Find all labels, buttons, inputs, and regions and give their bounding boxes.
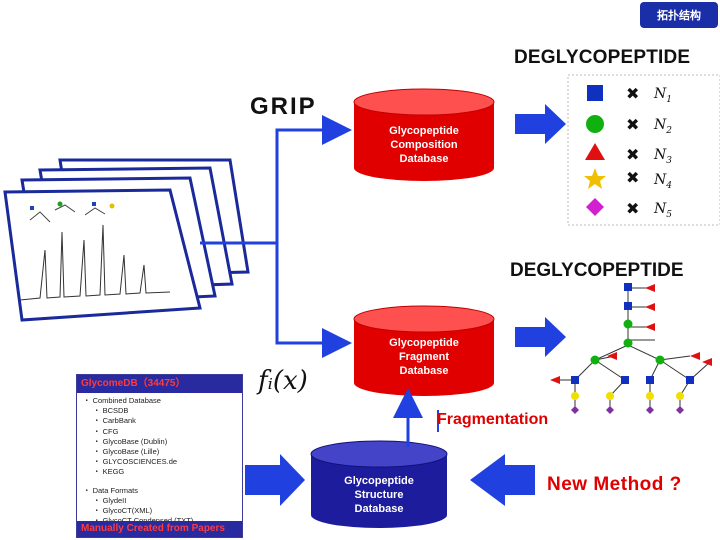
block-arrow-fragment bbox=[515, 317, 566, 357]
arrow-to-fragment bbox=[275, 243, 352, 358]
db-label-line: Glycopeptide bbox=[389, 337, 459, 349]
fragmentation-label: Fragmentation bbox=[437, 411, 549, 428]
list-item: ・ GlycoCT(XML) bbox=[93, 506, 153, 516]
structure-database-cylinder bbox=[310, 440, 448, 528]
structure-database-label: Glycopeptide Structure Database bbox=[325, 474, 433, 516]
cross-icon: ✖ bbox=[626, 145, 639, 164]
triangle-icon bbox=[585, 143, 605, 160]
function-formula: fᵢ(x) bbox=[258, 366, 308, 396]
spectra-papers-stack bbox=[3, 158, 250, 322]
block-arrow-composition bbox=[515, 104, 566, 144]
spectrum-sheet-front bbox=[3, 188, 202, 322]
db-label-line: Database bbox=[399, 365, 449, 377]
cross-icon: ✖ bbox=[626, 84, 639, 103]
cross-icon: ✖ bbox=[626, 199, 639, 218]
fragment-database-cylinder bbox=[353, 305, 495, 396]
list-item: ・ Combined Database bbox=[83, 396, 161, 405]
glycomedb-list: ・ Combined Database ・ BCSDB ・ CarbBank ・… bbox=[83, 396, 193, 526]
glycomedb-footer: Manually Created from Papers bbox=[77, 521, 242, 537]
block-arrow-glycomedb bbox=[245, 454, 305, 506]
db-label-line: Structure bbox=[354, 489, 404, 501]
square-icon bbox=[587, 85, 603, 101]
list-item: ・ BCSDB bbox=[93, 406, 129, 416]
glycan-tree-nodes bbox=[550, 283, 712, 414]
list-item: ・ GlycoBase (Dublin) bbox=[93, 436, 168, 446]
glycomedb-header: GlycomeDB（34475） bbox=[77, 375, 242, 393]
list-item: ・ GlycoBase (Lille) bbox=[93, 447, 160, 457]
list-item: ・ GLYCOSCIENCES.de bbox=[93, 457, 178, 467]
arrow-to-composition bbox=[200, 115, 352, 245]
list-item: ・ CarbBank bbox=[93, 416, 136, 426]
legend-label-n5: N5 bbox=[654, 201, 672, 220]
deglycopeptide-title-top: DEGLYCOPEPTIDE bbox=[514, 47, 691, 68]
composition-database-label: Glycopeptide Composition Database bbox=[370, 124, 478, 166]
grip-label: GRIP bbox=[250, 93, 317, 120]
legend-label-n3: N3 bbox=[654, 147, 672, 166]
db-label-line: Database bbox=[399, 153, 449, 165]
list-item: ・ GlycoCT Condensed (TXT) bbox=[83, 516, 193, 526]
star-icon bbox=[584, 168, 606, 189]
diamond-icon bbox=[586, 198, 604, 216]
db-label-line: Composition bbox=[390, 139, 458, 151]
list-item: ・ Data Formats bbox=[83, 485, 139, 495]
deglycopeptide-title-mid: DEGLYCOPEPTIDE bbox=[510, 260, 684, 281]
topology-tag: 拓扑结构 bbox=[640, 2, 718, 28]
fragment-database-label: Glycopeptide Fragment Database bbox=[370, 336, 478, 378]
new-method-label: New Method ? bbox=[547, 474, 682, 495]
glycan-tree bbox=[555, 286, 711, 410]
db-label-line: Glycopeptide bbox=[389, 125, 459, 137]
block-arrow-new-method bbox=[470, 454, 535, 506]
cross-icon: ✖ bbox=[626, 168, 639, 187]
list-item: ・ CFG bbox=[93, 426, 119, 436]
legend-label-n1: N1 bbox=[654, 86, 672, 105]
cross-icon: ✖ bbox=[626, 115, 639, 134]
list-item: ・ GlydeII bbox=[93, 495, 127, 505]
legend-label-n4: N4 bbox=[654, 172, 672, 191]
cross-marks: ✖ ✖ ✖ ✖ ✖ bbox=[626, 84, 639, 218]
db-label-line: Database bbox=[354, 503, 404, 515]
legend-label-n2: N2 bbox=[654, 117, 672, 136]
db-label-line: Glycopeptide bbox=[344, 475, 414, 487]
glycomedb-panel: GlycomeDB（34475） ・ Combined Database ・ B… bbox=[76, 374, 243, 538]
list-item: ・ KEGG bbox=[93, 467, 125, 477]
db-label-line: Fragment bbox=[398, 351, 450, 363]
circle-icon bbox=[586, 115, 604, 133]
composition-database-cylinder bbox=[353, 88, 495, 181]
